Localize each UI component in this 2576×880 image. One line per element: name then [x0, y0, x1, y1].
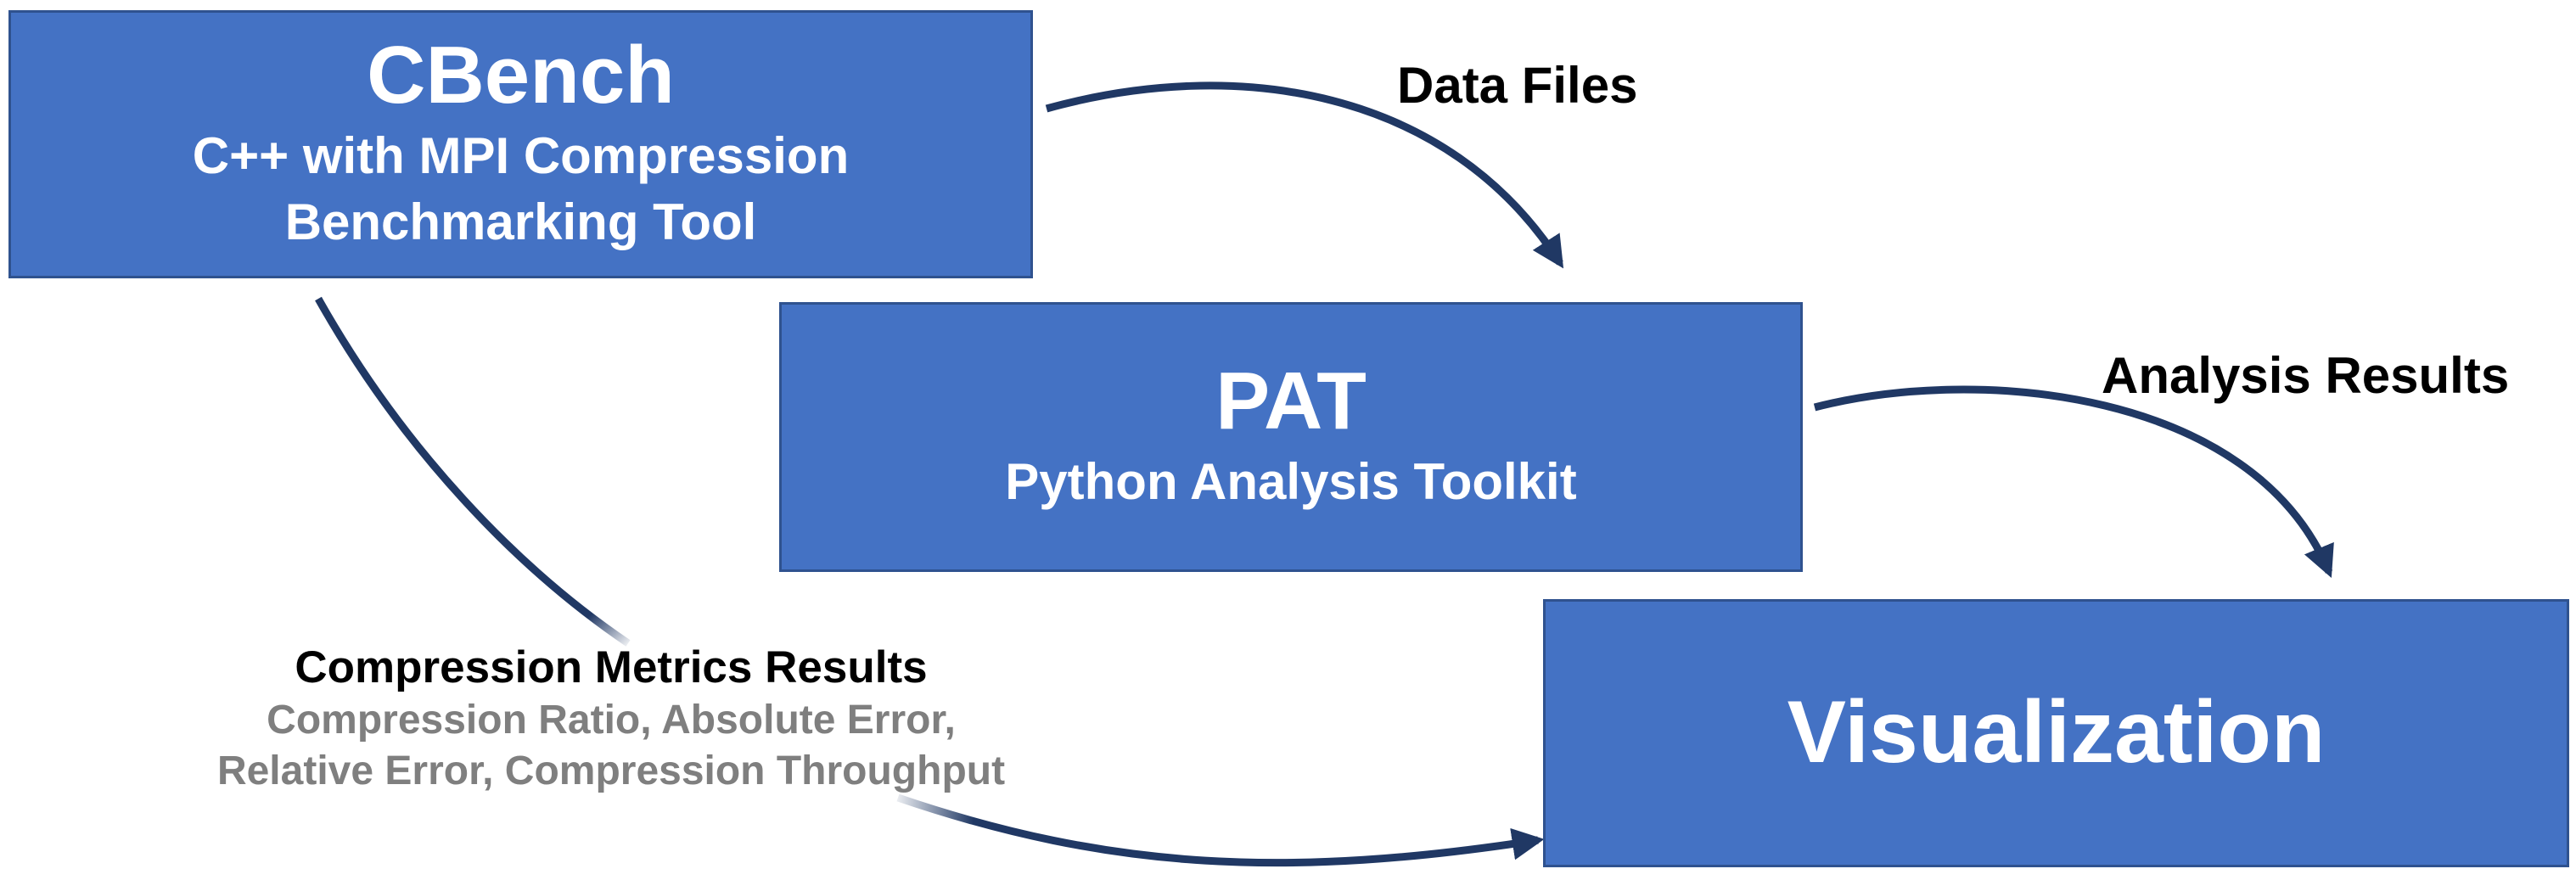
compression-metrics-detail-line-2: Relative Error, Compression Throughput — [216, 748, 1006, 793]
cbench-subtitle-line-2: Benchmarking Tool — [284, 193, 757, 251]
visualization-box: Visualization — [1543, 599, 2569, 867]
pat-box: PAT Python Analysis Toolkit — [779, 302, 1803, 572]
cbench-box: CBench C++ with MPI Compression Benchmar… — [8, 10, 1033, 278]
compression-metrics-label: Compression Metrics Results — [295, 642, 928, 692]
data-files-label: Data Files — [1397, 57, 1638, 114]
compression-metrics-block: Compression Metrics Results Compression … — [170, 641, 1052, 797]
compression-metrics-detail-line-1: Compression Ratio, Absolute Error, — [267, 697, 956, 743]
pat-title: PAT — [1215, 355, 1367, 446]
analysis-results-label: Analysis Results — [2102, 347, 2510, 404]
pat-subtitle: Python Analysis Toolkit — [1005, 453, 1577, 511]
visualization-title: Visualization — [1787, 683, 2326, 782]
arrow-compression-metrics-upper — [315, 296, 631, 647]
arrow-analysis-results — [1813, 385, 2334, 578]
cbench-subtitle-line-1: C++ with MPI Compression — [192, 127, 850, 185]
cbench-title: CBench — [367, 29, 675, 121]
arrow-compression-metrics-lower — [896, 793, 1545, 867]
